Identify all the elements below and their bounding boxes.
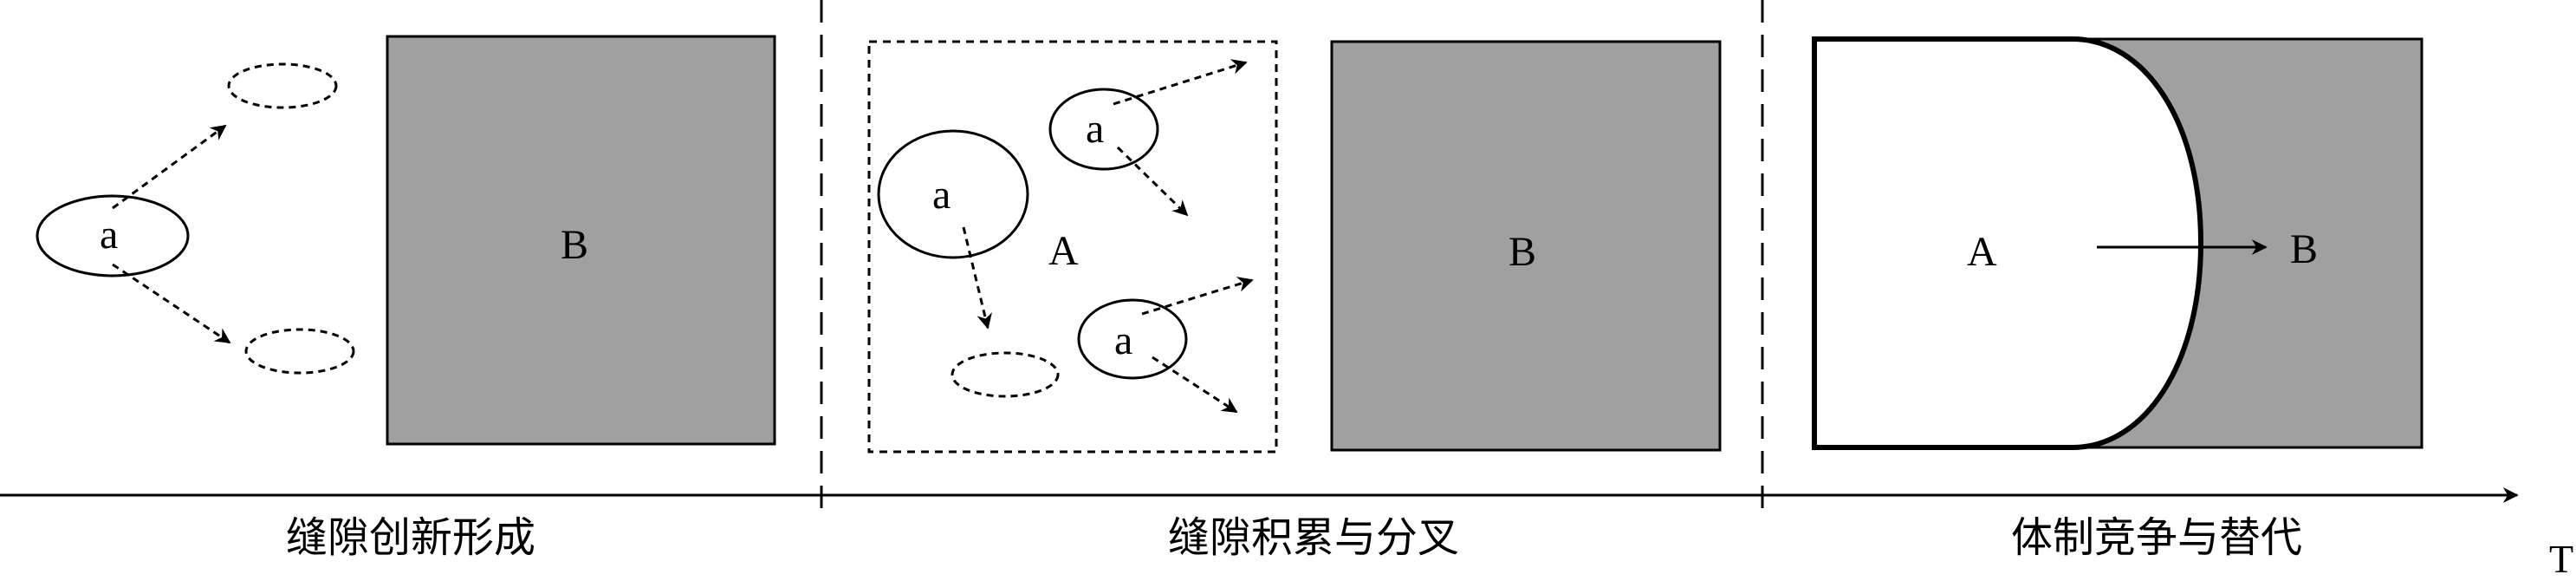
niche-landscape-box <box>867 40 1278 454</box>
niche-label: a <box>1086 106 1104 152</box>
niche-ellipse-large <box>877 129 1029 259</box>
niche-label: a <box>1114 317 1132 363</box>
landscape-label: A <box>1048 228 1079 274</box>
landscape-label: A <box>1967 229 1997 275</box>
regime-box <box>1330 40 1722 452</box>
niche-ellipse-upper <box>1048 88 1159 171</box>
regime-label: B <box>1509 229 1536 275</box>
regime-box <box>386 35 776 446</box>
potential-niche-lower <box>244 328 355 375</box>
niche-arrow-upper-down <box>1116 146 1189 217</box>
branch-arrow-down <box>112 263 231 344</box>
stage-label-2: 缝隙积累与分叉 <box>1168 513 1459 562</box>
niche-arrow-lower-right <box>1141 277 1254 316</box>
stage-3-panel: A B <box>1812 36 2424 450</box>
potential-niche <box>951 351 1060 398</box>
stage-label-1: 缝隙创新形成 <box>286 513 535 562</box>
regime-label: B <box>561 222 588 268</box>
niche-expansion-shape <box>1812 36 2204 450</box>
niche-ellipse-lower <box>1077 298 1188 380</box>
time-axis-label: T <box>2549 537 2573 581</box>
niche-label: a <box>932 172 951 218</box>
niche-ellipse-main <box>36 194 190 277</box>
niche-arrow-lower-down <box>1152 356 1238 414</box>
stage-2-panel: A a a a B <box>867 40 1722 454</box>
stage-1-panel: a B <box>36 35 776 446</box>
regime-label: B <box>2290 226 2318 272</box>
niche-arrow-upper-right <box>1113 59 1248 106</box>
potential-niche-upper <box>227 62 338 109</box>
niche-arrow-down <box>962 226 992 330</box>
stage-label-3: 体制竞争与替代 <box>2011 513 2302 562</box>
niche-label: a <box>100 212 118 258</box>
